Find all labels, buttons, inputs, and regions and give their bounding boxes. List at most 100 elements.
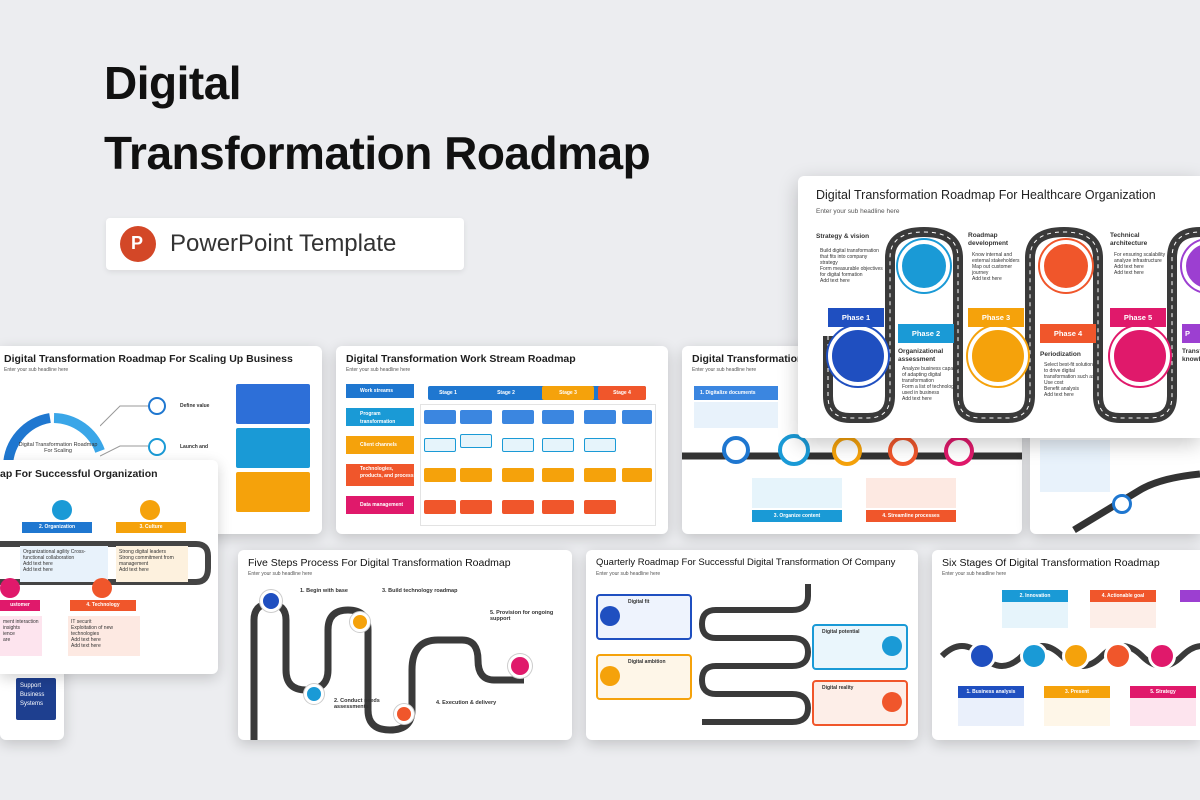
technology-label: 4. Technology <box>70 600 136 611</box>
slide-healthcare[interactable]: Digital Transformation Roadmap For Healt… <box>798 176 1200 438</box>
stage-label: 2. Innovation <box>1002 590 1068 602</box>
stage-label: Stage 4 <box>613 390 631 396</box>
stage-icon <box>968 642 996 670</box>
slide-title: Quarterly Roadmap For Successful Digital… <box>596 557 896 568</box>
bullets: Build digital transformation that fits i… <box>820 248 883 284</box>
teal-text-block <box>236 428 310 468</box>
heading: Transf knowl <box>1182 348 1200 363</box>
step-icon <box>304 684 324 704</box>
dollar-chart-icon <box>1040 240 1092 292</box>
stream-grid <box>420 404 656 526</box>
stage-3-chip <box>542 386 594 400</box>
chart-icon <box>882 636 902 656</box>
slide-subtitle: Enter your sub headline here <box>4 367 69 373</box>
row-header: Data management <box>346 496 414 514</box>
slide-quarterly[interactable]: Quarterly Roadmap For Successful Digital… <box>586 550 918 740</box>
row-header: Technologies, products, and process <box>346 464 414 486</box>
heading: Strategy & vision <box>816 233 870 240</box>
bullets: Know internal and external stakeholders … <box>972 252 1020 282</box>
step-title: 4. Execution & delivery <box>436 700 497 706</box>
row-header: Client channels <box>346 436 414 454</box>
culture-icon <box>140 500 160 520</box>
stage-label: 3. Present <box>1044 686 1110 698</box>
hero-title-line1: Digital <box>104 57 242 109</box>
step-title: 3. Build technology roadmap <box>382 588 458 594</box>
org-bullets: Organizational agility Cross-functional … <box>20 546 108 582</box>
stage-label: 1. Business analysis <box>958 686 1024 698</box>
growth-chart-icon <box>968 326 1028 386</box>
phase-label: Phase 3 <box>968 308 1024 327</box>
value-icon <box>148 397 166 415</box>
powerpoint-logo-icon: P <box>120 226 156 262</box>
slide-successful-org[interactable]: ap For Successful Organization 2. Organi… <box>0 460 218 674</box>
bullets: For ensuring scalability analyze infrast… <box>1114 252 1166 276</box>
step-circle <box>778 434 810 466</box>
stage-label: 5. Strategy <box>1130 686 1196 698</box>
slide-six-stages[interactable]: Six Stages Of Digital Transformation Roa… <box>932 550 1200 740</box>
technology-bullets: IT securit Exploitation of new technolog… <box>68 616 140 656</box>
road-track <box>0 541 211 585</box>
step-icon <box>350 612 370 632</box>
heading: Technical architecture <box>1110 232 1148 247</box>
pen-icon <box>600 666 620 686</box>
support-line: Systems <box>20 701 44 707</box>
slide-title: Six Stages Of Digital Transformation Roa… <box>942 557 1160 569</box>
step-label: 4. Streamline processes <box>866 510 956 522</box>
row-headers: Work streams Program transformation Clie… <box>346 384 414 524</box>
stage-icon <box>1148 642 1176 670</box>
target-icon <box>600 606 620 626</box>
slide-subtitle: Enter your sub headline here <box>942 571 1007 577</box>
slide-title: Five Steps Process For Digital Transform… <box>248 557 511 569</box>
stage-label: 4. Actionable goal <box>1090 590 1156 602</box>
support-box: Support Business Systems <box>16 678 56 720</box>
stage-icon <box>1020 642 1048 670</box>
launch-icon <box>148 438 166 456</box>
slide-five-steps[interactable]: Five Steps Process For Digital Transform… <box>238 550 572 740</box>
slide-title: Digital Transformation Work Stream Roadm… <box>346 353 576 365</box>
badge-label: PowerPoint Template <box>170 230 397 257</box>
slide-work-stream[interactable]: Digital Transformation Work Stream Roadm… <box>336 346 668 534</box>
phase-label: P <box>1182 324 1200 343</box>
slide-subtitle: Enter your sub headline here <box>346 367 411 373</box>
orange-text-block <box>236 472 310 512</box>
slide-title: Digital Transformation Roadmap For Healt… <box>816 188 1156 202</box>
phase-label: Phase 4 <box>1040 324 1096 343</box>
step-title: 1. Begin with base <box>300 588 348 594</box>
step-label: 3. Organize content <box>752 510 842 522</box>
stage-label: Stage 1 <box>439 390 457 396</box>
slide-title: Digital Transformation R <box>692 353 814 365</box>
customer-icon <box>0 578 20 598</box>
technology-icon <box>92 578 112 598</box>
step-title: 2. Conduct needs assessments <box>334 698 380 710</box>
item-label: Launch and <box>180 444 209 450</box>
row-header: Work streams <box>346 384 414 398</box>
blue-text-block <box>236 384 310 424</box>
heading: Organizational assessment <box>898 348 944 363</box>
organization-label: 2. Organization <box>22 522 92 533</box>
step-circle <box>832 436 862 466</box>
stage-label: Stage 2 <box>497 390 515 396</box>
step-title: 5. Provision for ongoing support <box>490 610 554 622</box>
stage-icon <box>1062 642 1090 670</box>
step-label: 1. Digitalize documents <box>694 386 778 400</box>
stage-icon <box>1104 642 1132 670</box>
slide-subtitle: Enter your sub headline here <box>816 208 900 215</box>
quarter-box: Digital fit <box>596 594 692 640</box>
step-icon <box>394 704 414 724</box>
powerpoint-badge: P PowerPoint Template <box>106 218 464 270</box>
slide-subtitle: Enter your sub headline here <box>248 571 313 577</box>
customer-bullets: ment interaction insights ience are <box>0 616 42 656</box>
bullets: Select best-fit solution to drive digita… <box>1044 362 1095 398</box>
ring-center-label: Digital Transformation Roadmap For Scali… <box>18 442 98 454</box>
id-card-icon <box>898 240 950 292</box>
step-icon <box>508 654 532 678</box>
stage-label: Stage 3 <box>559 390 577 396</box>
step-circle <box>944 436 974 466</box>
slide-title: Digital Transformation Roadmap For Scali… <box>4 353 293 365</box>
connector-lines <box>100 405 148 457</box>
organization-icon <box>52 500 72 520</box>
stage-4-chip <box>598 386 646 400</box>
item-label: Define value <box>180 403 210 409</box>
ring-chart <box>3 413 105 467</box>
phase-label: Phase 2 <box>898 324 954 343</box>
